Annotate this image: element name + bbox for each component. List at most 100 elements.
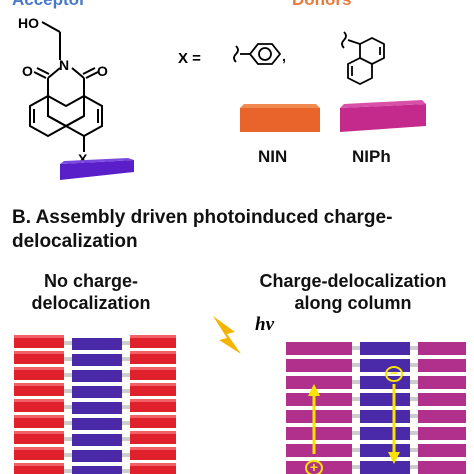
left-stack bbox=[14, 335, 176, 474]
red-slab bbox=[130, 434, 176, 444]
red-slab bbox=[14, 370, 64, 380]
naphthyl-substituent bbox=[341, 31, 385, 86]
magenta-slab bbox=[418, 427, 466, 440]
red-slab bbox=[14, 418, 64, 428]
red-slab bbox=[130, 370, 176, 380]
purple-slab bbox=[72, 466, 122, 474]
red-slab-top bbox=[130, 351, 176, 354]
linker bbox=[410, 448, 418, 452]
red-slab bbox=[130, 418, 176, 428]
niph-slab bbox=[340, 100, 426, 132]
red-slab-top bbox=[14, 431, 64, 434]
up-arrow-head bbox=[308, 384, 320, 396]
magenta-slab bbox=[286, 410, 352, 423]
linker bbox=[410, 414, 418, 418]
red-slab-top bbox=[14, 383, 64, 386]
linker bbox=[352, 346, 360, 350]
linker bbox=[122, 469, 130, 473]
linker bbox=[122, 453, 130, 457]
magenta-slab bbox=[418, 342, 466, 355]
magenta-slab bbox=[286, 376, 352, 389]
linker bbox=[64, 437, 72, 441]
magenta-slab bbox=[418, 410, 466, 423]
red-slab bbox=[130, 402, 176, 412]
purple-slab bbox=[360, 444, 410, 457]
magenta-slab bbox=[286, 393, 352, 406]
linker bbox=[122, 373, 130, 377]
red-slab-top bbox=[130, 431, 176, 434]
red-slab-top bbox=[14, 399, 64, 402]
carbonyl-o-left: O bbox=[22, 63, 33, 79]
purple-slab bbox=[360, 427, 410, 440]
purple-slab bbox=[72, 386, 122, 398]
x-equals: X = bbox=[178, 50, 201, 67]
magenta-slab bbox=[418, 359, 466, 372]
linker bbox=[352, 363, 360, 367]
red-slab-top bbox=[130, 367, 176, 370]
minus-charge: − bbox=[390, 365, 398, 381]
imide-n: N bbox=[59, 57, 69, 73]
linker bbox=[64, 405, 72, 409]
linker bbox=[64, 389, 72, 393]
magenta-slab bbox=[286, 342, 352, 355]
linker bbox=[64, 421, 72, 425]
purple-slab bbox=[360, 342, 410, 355]
red-slab bbox=[14, 354, 64, 364]
lightning-icon bbox=[213, 316, 241, 354]
donor-label-nin: NIN bbox=[258, 147, 288, 166]
donor-label-niph: NIPh bbox=[352, 147, 391, 166]
nin-slab bbox=[240, 104, 320, 132]
red-slab bbox=[14, 338, 64, 348]
linker bbox=[122, 389, 130, 393]
plus-circle bbox=[305, 460, 323, 474]
red-slab-top bbox=[14, 367, 64, 370]
linker bbox=[410, 397, 418, 401]
acceptor-slab bbox=[60, 158, 134, 180]
red-slab-top bbox=[14, 463, 64, 466]
linker bbox=[410, 380, 418, 384]
left-panel-label: No charge-delocalization bbox=[31, 271, 151, 313]
magenta-slab bbox=[418, 376, 466, 389]
right-panel-label: Charge-delocalization along column bbox=[259, 271, 447, 313]
purple-slab bbox=[72, 402, 122, 414]
red-slab-top bbox=[14, 415, 64, 418]
red-slab-top bbox=[14, 335, 64, 338]
linker bbox=[64, 373, 72, 377]
linker bbox=[64, 341, 72, 345]
linker bbox=[352, 448, 360, 452]
magenta-slab bbox=[286, 444, 352, 457]
acceptor-structure: HO O N O X bbox=[18, 15, 108, 167]
red-slab-top bbox=[14, 351, 64, 354]
purple-slab bbox=[72, 354, 122, 366]
x-substituent: X bbox=[78, 151, 88, 167]
section-b-title: B. Assembly driven photoinduced charge-d… bbox=[12, 207, 393, 252]
purple-slab bbox=[360, 393, 410, 406]
purple-slab bbox=[360, 410, 410, 423]
linker bbox=[352, 465, 360, 469]
red-slab-top bbox=[130, 447, 176, 450]
red-slab-top bbox=[130, 383, 176, 386]
magenta-slab bbox=[418, 461, 466, 474]
linker bbox=[410, 465, 418, 469]
purple-slab bbox=[360, 359, 410, 372]
down-arrow-head bbox=[388, 452, 400, 464]
purple-slab bbox=[360, 376, 410, 389]
red-slab bbox=[14, 450, 64, 460]
ho-label: HO bbox=[18, 15, 39, 31]
linker bbox=[64, 453, 72, 457]
minus-circle bbox=[385, 366, 403, 382]
purple-slab bbox=[360, 461, 410, 474]
magenta-slab bbox=[418, 393, 466, 406]
acceptor-header: Acceptor bbox=[12, 0, 86, 10]
linker bbox=[122, 421, 130, 425]
red-slab bbox=[14, 434, 64, 444]
linker bbox=[352, 380, 360, 384]
red-slab bbox=[130, 354, 176, 364]
magenta-slab bbox=[286, 427, 352, 440]
magenta-slab bbox=[418, 444, 466, 457]
red-slab-top bbox=[130, 415, 176, 418]
purple-slab bbox=[72, 370, 122, 382]
red-slab bbox=[130, 450, 176, 460]
linker bbox=[122, 341, 130, 345]
linker bbox=[352, 431, 360, 435]
